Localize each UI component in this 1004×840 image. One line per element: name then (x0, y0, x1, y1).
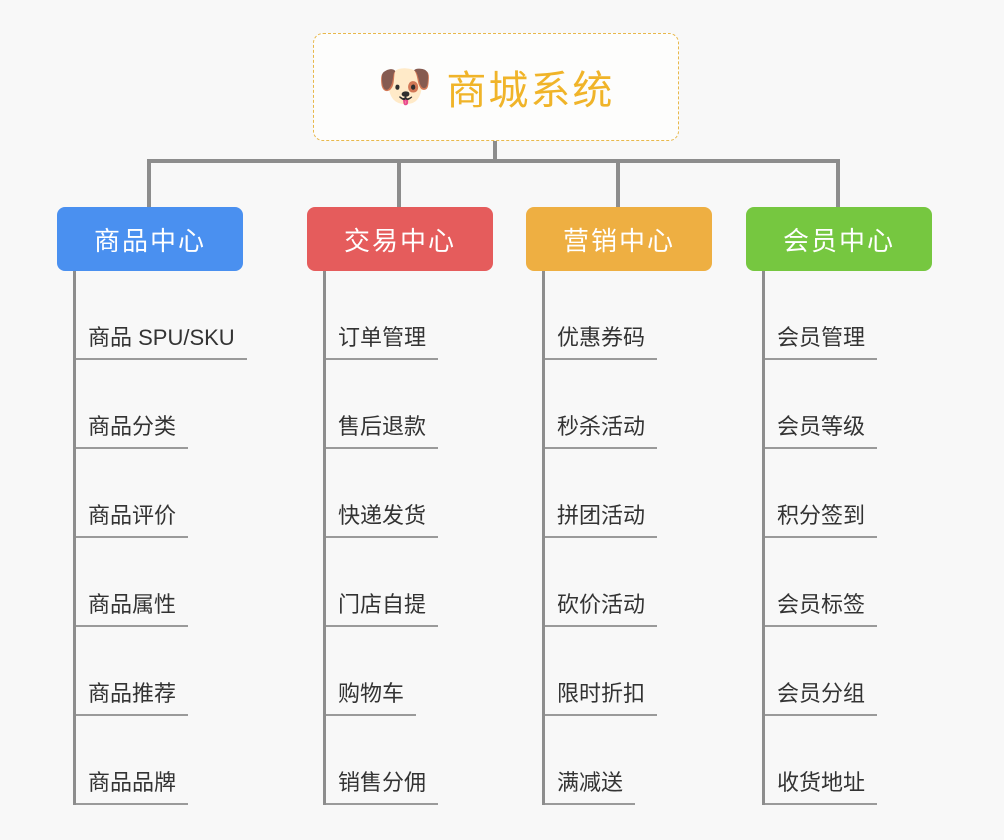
spine-trade-center (323, 271, 326, 805)
connector-drop-trade-center (397, 159, 401, 209)
list-item-label: 砍价活动 (545, 592, 658, 627)
list-item[interactable]: 会员等级 (765, 360, 878, 449)
item-list-marketing-center: 优惠券码秒杀活动拼团活动砍价活动限时折扣满减送 (545, 271, 658, 805)
list-item-label: 积分签到 (765, 503, 878, 538)
connector-drop-product-center (147, 159, 151, 209)
item-list-member-center: 会员管理会员等级积分签到会员标签会员分组收货地址 (765, 271, 878, 805)
list-item[interactable]: 快递发货 (326, 449, 439, 538)
list-item[interactable]: 砍价活动 (545, 538, 658, 627)
list-item[interactable]: 商品评价 (76, 449, 247, 538)
list-item[interactable]: 满减送 (545, 716, 657, 805)
list-item[interactable]: 购物车 (326, 627, 438, 716)
list-item[interactable]: 商品推荐 (76, 627, 247, 716)
list-item[interactable]: 秒杀活动 (545, 360, 658, 449)
list-item[interactable]: 会员分组 (765, 627, 878, 716)
list-item-label: 购物车 (326, 681, 417, 716)
connector-horizontal-bar (148, 159, 836, 163)
list-item[interactable]: 商品 SPU/SKU (76, 271, 247, 360)
list-item-label: 商品分类 (76, 414, 189, 449)
spine-marketing-center (542, 271, 545, 805)
list-item-label: 快递发货 (326, 503, 439, 538)
list-item-label: 商品推荐 (76, 681, 189, 716)
shiba-dog-face-icon: 🐶 (377, 62, 433, 111)
category-header-trade-center[interactable]: 交易中心 (307, 207, 493, 271)
list-item[interactable]: 会员管理 (765, 271, 878, 360)
list-item-label: 商品评价 (76, 503, 189, 538)
list-item[interactable]: 限时折扣 (545, 627, 658, 716)
list-item-label: 会员标签 (765, 592, 878, 627)
spine-product-center (73, 271, 76, 805)
spine-member-center (762, 271, 765, 805)
list-item-label: 商品属性 (76, 592, 189, 627)
list-item[interactable]: 会员标签 (765, 538, 878, 627)
list-item-label: 拼团活动 (545, 503, 658, 538)
list-item[interactable]: 销售分佣 (326, 716, 439, 805)
item-list-trade-center: 订单管理售后退款快递发货门店自提购物车销售分佣 (326, 271, 439, 805)
list-item[interactable]: 门店自提 (326, 538, 439, 627)
list-item[interactable]: 积分签到 (765, 449, 878, 538)
list-item-label: 限时折扣 (545, 681, 658, 716)
list-item-label: 门店自提 (326, 592, 439, 627)
list-item[interactable]: 优惠券码 (545, 271, 658, 360)
list-item-label: 优惠券码 (545, 325, 658, 360)
connector-root-stem (493, 141, 497, 163)
list-item[interactable]: 收货地址 (765, 716, 878, 805)
list-item[interactable]: 售后退款 (326, 360, 439, 449)
list-item[interactable]: 商品分类 (76, 360, 247, 449)
list-item-label: 会员等级 (765, 414, 878, 449)
list-item-label: 订单管理 (326, 325, 439, 360)
root-node[interactable]: 🐶 商城系统 (313, 33, 679, 141)
column-product-center: 商品中心商品 SPU/SKU 商品分类商品评价商品属性商品推荐商品品牌 (57, 207, 247, 805)
item-list-product-center: 商品 SPU/SKU 商品分类商品评价商品属性商品推荐商品品牌 (76, 271, 247, 805)
list-item[interactable]: 订单管理 (326, 271, 439, 360)
list-item-label: 商品 SPU/SKU (76, 325, 247, 360)
list-item-label: 销售分佣 (326, 770, 439, 805)
column-trade-center: 交易中心订单管理售后退款快递发货门店自提购物车销售分佣 (307, 207, 493, 805)
column-marketing-center: 营销中心优惠券码秒杀活动拼团活动砍价活动限时折扣满减送 (526, 207, 712, 805)
list-item-label: 会员管理 (765, 325, 878, 360)
list-item-label: 售后退款 (326, 414, 439, 449)
column-member-center: 会员中心会员管理会员等级积分签到会员标签会员分组收货地址 (746, 207, 932, 805)
root-title: 商城系统 (446, 69, 615, 113)
list-item-label: 会员分组 (765, 681, 878, 716)
category-header-marketing-center[interactable]: 营销中心 (526, 207, 712, 271)
connector-drop-marketing-center (616, 159, 620, 209)
list-item-label: 满减送 (545, 770, 636, 805)
list-item-label: 收货地址 (765, 770, 878, 805)
list-item[interactable]: 商品品牌 (76, 716, 247, 805)
category-header-member-center[interactable]: 会员中心 (746, 207, 932, 271)
connector-drop-member-center (836, 159, 840, 209)
list-item[interactable]: 拼团活动 (545, 449, 658, 538)
list-item-label: 秒杀活动 (545, 414, 658, 449)
category-header-product-center[interactable]: 商品中心 (57, 207, 243, 271)
list-item[interactable]: 商品属性 (76, 538, 247, 627)
list-item-label: 商品品牌 (76, 770, 189, 805)
